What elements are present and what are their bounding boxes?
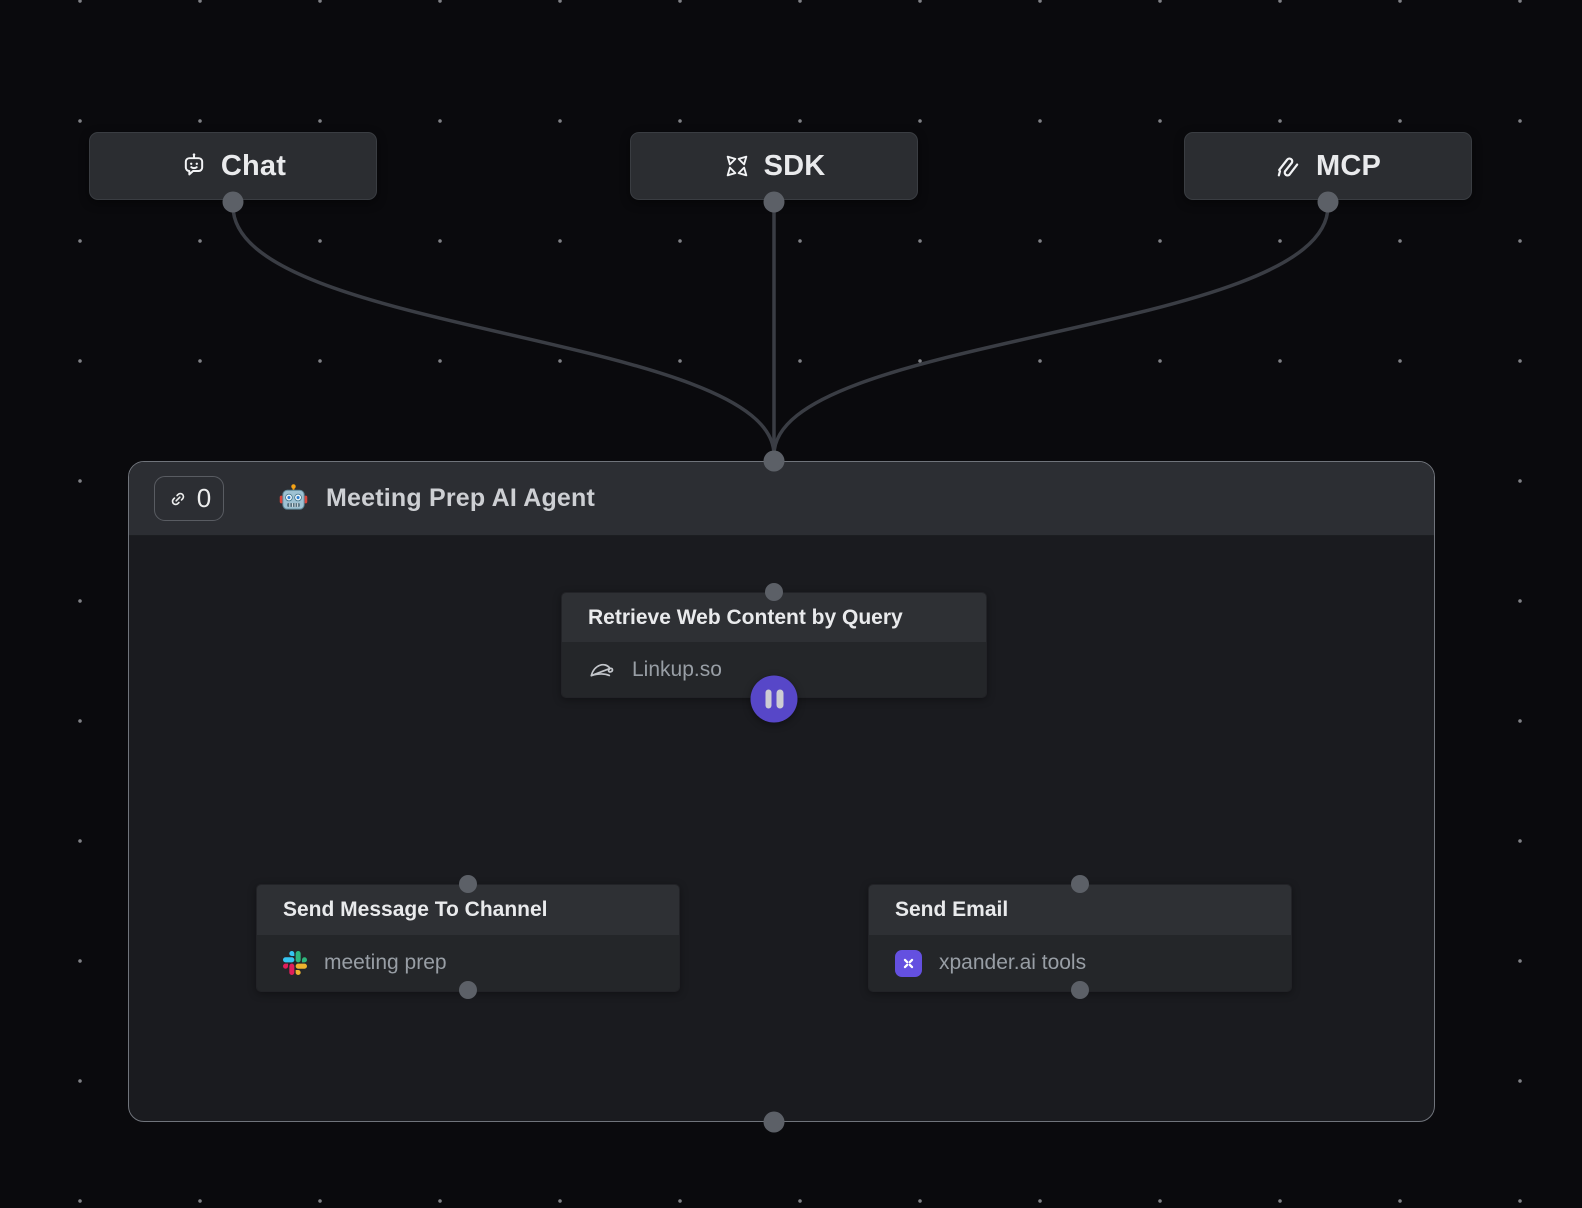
agent-link-count: 0: [196, 483, 212, 513]
agent-header[interactable]: 0 Meeting Prep AI Agent: [129, 462, 1434, 536]
entry-node-label: MCP: [1315, 149, 1382, 182]
handle-email-output[interactable]: [1071, 981, 1089, 999]
handle-slack-output[interactable]: [459, 981, 477, 999]
pause-button[interactable]: [750, 675, 798, 723]
entry-node-sdk[interactable]: SDK: [630, 132, 918, 200]
tool-provider: Linkup.so: [632, 657, 722, 681]
edge-mcp-to-agent: [772, 205, 1330, 456]
tool-title: Send Message To Channel: [283, 898, 548, 921]
entry-node-mcp[interactable]: MCP: [1184, 132, 1472, 200]
link-icon: [167, 488, 189, 510]
handle-mcp-output[interactable]: [1317, 191, 1339, 213]
tool-title: Send Email: [895, 898, 1009, 921]
pause-icon: [765, 689, 772, 709]
tool-provider: meeting prep: [324, 951, 447, 974]
agent-link-badge[interactable]: 0: [154, 476, 224, 521]
tool-provider: xpander.ai tools: [939, 951, 1087, 974]
handle-agent-output[interactable]: [763, 1111, 785, 1133]
handle-sdk-output[interactable]: [763, 191, 785, 213]
xpander-mark-icon: [723, 152, 751, 180]
handle-email-input[interactable]: [1071, 875, 1089, 893]
entry-node-label: SDK: [763, 149, 826, 182]
slack-icon: [283, 951, 307, 975]
xpander-icon: [895, 949, 922, 977]
entry-node-chat[interactable]: Chat: [89, 132, 377, 200]
handle-retrieve-input[interactable]: [765, 583, 783, 601]
edge-chat-to-agent: [231, 205, 776, 456]
linkup-icon: [588, 656, 615, 683]
mcp-icon: [1275, 152, 1303, 180]
entry-node-label: Chat: [220, 149, 287, 182]
handle-slack-input[interactable]: [459, 875, 477, 893]
tool-node-send-email[interactable]: Send Email xpander.ai tools: [868, 884, 1292, 992]
handle-chat-output[interactable]: [222, 191, 244, 213]
robot-emoji: [278, 483, 309, 514]
handle-agent-input[interactable]: [763, 450, 785, 472]
agent-title: Meeting Prep AI Agent: [326, 484, 596, 512]
agent-container[interactable]: 0 Meeting Prep AI Agent: [128, 461, 1435, 1122]
bot-chat-icon: [180, 152, 208, 180]
tool-node-send-message-to-channel[interactable]: Send Message To Channel meeting prep: [256, 884, 680, 992]
tool-title: Retrieve Web Content by Query: [588, 605, 903, 629]
